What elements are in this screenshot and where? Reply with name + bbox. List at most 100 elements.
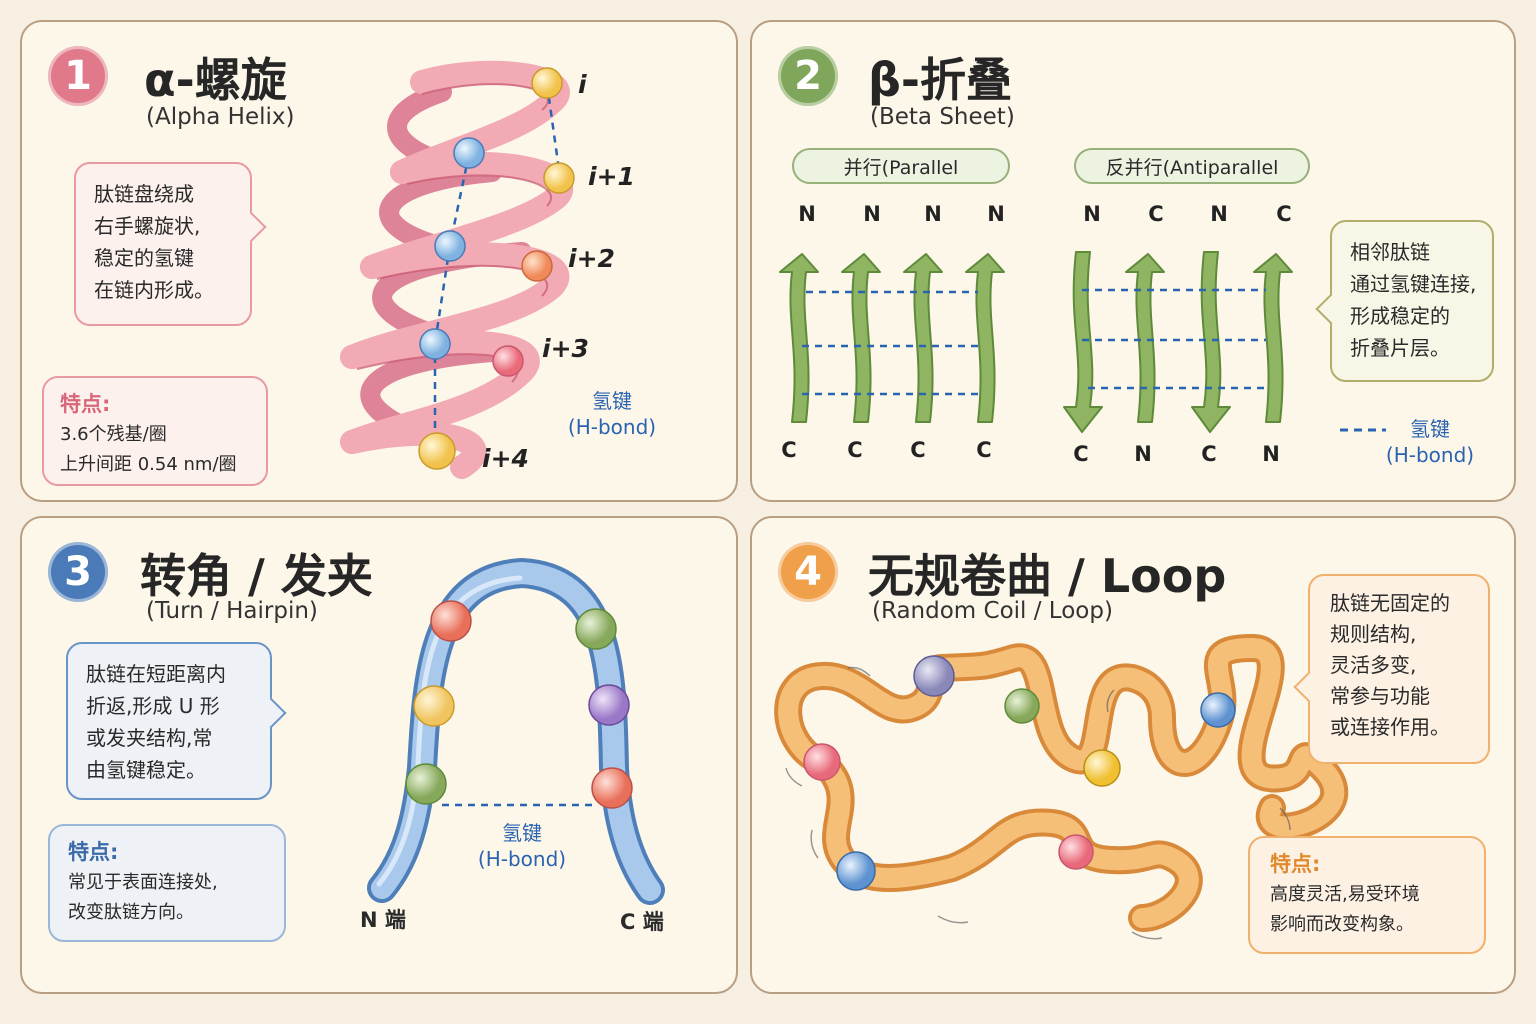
panel-title: 转角 / 发夹 [140,549,373,603]
panel-subtitle: (Alpha Helix) [146,104,295,130]
description-line: 折返,形成 U 形 [86,694,220,718]
strand-end-label: C [1276,202,1292,226]
strand-arrow-up [841,253,881,423]
panel-alpha-helix: 1 α-螺旋 (Alpha Helix) 肽链盘绕成 右手螺旋状, 稳定的氢键 … [20,20,738,502]
strand-end-label: N [1083,202,1101,226]
hbond-sublabel: (H-bond) [477,847,567,871]
strand-end-label: N [798,202,816,226]
strand-end-label: N [1134,442,1152,466]
residue-sphere [419,328,451,360]
features-box: 特点: 3.6个残基/圈 上升间距 0.54 nm/圈 [42,376,268,486]
features-box: 特点: 高度灵活,易受环境 影响而改变构象。 [1248,836,1486,954]
residue-sphere [588,684,630,726]
feature-line: 影响而改变构象。 [1270,914,1414,935]
residue-sphere-i2 [521,250,553,282]
description-line: 右手螺旋状, [94,214,201,238]
residue-sphere [1083,749,1121,787]
hbond-label: 氢键 [1410,417,1450,441]
residue-label: i+2 [568,244,615,273]
c-terminus-label: C 端 [620,910,664,934]
residue-sphere [405,763,447,805]
strand-arrow-up [779,253,819,423]
residue-sphere-i1 [543,162,575,194]
strand-arrow-up [903,253,943,423]
residue-sphere [413,685,455,727]
residue-sphere [430,600,472,642]
feature-line: 3.6个残基/圈 [60,424,167,445]
description-line: 稳定的氢键 [94,246,194,270]
alpha-helix-illustration [340,60,575,479]
random-coil-illustration [774,633,1349,940]
description-line: 肽链无固定的 [1330,591,1450,615]
panel-beta-sheet: 2 β-折叠 (Beta Sheet) 并行(Parallel 反并行(Anti… [750,20,1516,502]
strand-arrow-up [1253,253,1293,423]
panel-subtitle: (Turn / Hairpin) [146,598,318,624]
motion-marks [785,666,1291,940]
panel-number-badge: 4 [778,542,838,602]
residue-sphere-i3 [492,345,524,377]
panel-title: β-折叠 [868,53,1013,107]
hbond-legend: 氢键 (H-bond) [562,388,662,440]
residue-sphere [434,230,466,262]
beta-sheet-illustration [779,251,1386,433]
strand-arrow-down [1063,251,1103,433]
strand-end-label: C [781,438,797,462]
panel-title: 无规卷曲 / Loop [868,549,1227,603]
strand-end-label: N [1262,442,1280,466]
antiparallel-label: 反并行(Antiparallel [1074,148,1310,184]
features-title: 特点: [1270,852,1321,876]
description-box: 肽链无固定的 规则结构, 灵活多变, 常参与功能 或连接作用。 [1293,574,1490,764]
description-line: 或连接作用。 [1330,715,1450,739]
panel-subtitle: (Beta Sheet) [870,104,1015,130]
residue-sphere-i [531,67,563,99]
parallel-label: 并行(Parallel [792,148,1010,184]
strand-end-label: C [1073,442,1089,466]
residue-sphere [575,608,617,650]
features-title: 特点: [68,840,119,864]
strand-end-label: C [1148,202,1164,226]
panel-number-badge: 1 [48,46,108,106]
description-line: 相邻肽链 [1350,240,1430,264]
strand-end-label: C [1201,442,1217,466]
strand-end-label: N [1210,202,1228,226]
feature-line: 上升间距 0.54 nm/圈 [60,454,237,475]
strand-arrow-up [1125,253,1165,423]
strand-arrow-up [965,253,1005,423]
panel-subtitle: (Random Coil / Loop) [872,598,1113,624]
description-line: 肽链在短距离内 [86,662,226,686]
feature-line: 高度灵活,易受环境 [1270,884,1420,905]
hbond-label: 氢键 [502,821,542,845]
description-box: 肽链盘绕成 右手螺旋状, 稳定的氢键 在链内形成。 [74,162,267,326]
residue-sphere [591,767,633,809]
strand-end-label: N [863,202,881,226]
residue-sphere [803,743,841,781]
residue-sphere-i4 [418,432,456,470]
description-line: 折叠片层。 [1350,336,1450,360]
strand-end-label: N [924,202,942,226]
description-line: 通过氢键连接, [1350,272,1477,296]
description-line: 在链内形成。 [94,278,214,302]
residue-sphere [836,851,876,891]
panel-turn-hairpin: 3 转角 / 发夹 (Turn / Hairpin) 肽链在短距离内 折返,形成… [20,516,738,994]
panel-number-badge: 3 [48,542,108,602]
description-line: 形成稳定的 [1350,304,1450,328]
hbond-sublabel: (H-bond) [1385,443,1475,467]
feature-line: 改变肽链方向。 [68,902,194,923]
hbond-sublabel: (H-bond) [567,415,657,439]
strand-end-label: C [847,438,863,462]
residue-sphere [453,137,485,169]
description-box: 肽链在短距离内 折返,形成 U 形 或发夹结构,常 由氢键稳定。 [66,642,287,800]
panel-number-badge: 2 [778,46,838,106]
panel-random-coil: 4 无规卷曲 / Loop (Random Coil / Loop) [750,516,1516,994]
hairpin-illustration [367,557,665,905]
features-title: 特点: [60,392,111,416]
description-line: 肽链盘绕成 [94,182,194,206]
n-terminus-label: N 端 [360,908,406,932]
description-line: 由氢键稳定。 [86,758,206,782]
helix-ribbon-front [340,60,574,479]
hbond-label: 氢键 [592,389,632,413]
description-line: 或发夹结构,常 [86,726,213,750]
residue-label: i+4 [482,444,529,473]
features-box: 特点: 常见于表面连接处, 改变肽链方向。 [48,824,286,942]
strand-end-label: N [987,202,1005,226]
